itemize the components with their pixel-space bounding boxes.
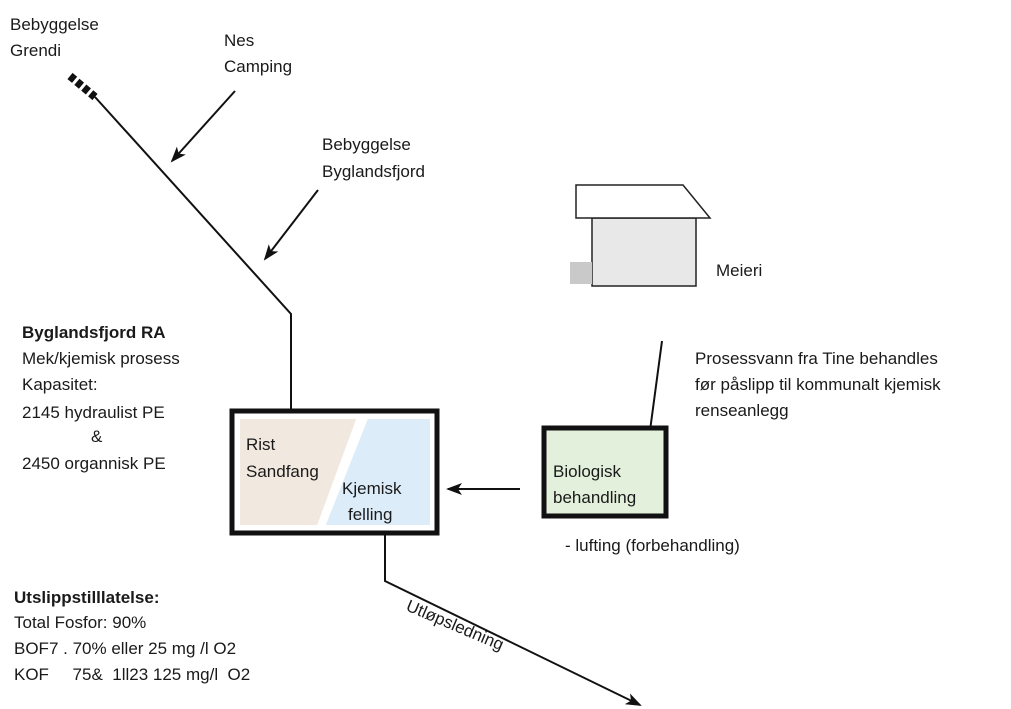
biological-treatment-label: Biologisk behandling — [553, 462, 636, 507]
outlet-pipe — [384, 533, 642, 706]
camping-label: Nes Camping — [224, 31, 292, 76]
permit-phosphorus: Total Fosfor: 90% — [14, 613, 146, 632]
outlet-pipe-label: Utløpsledning — [403, 596, 506, 654]
screen-grit-label: Rist Sandfang — [246, 435, 319, 481]
plant-hydraulic-capacity: 2145 hydraulist PE — [22, 403, 165, 422]
plant-name: Byglandsfjord RA — [22, 323, 166, 342]
grendi-label: Bebyggelse Grendi — [10, 15, 104, 60]
byglandsfjord-inflow-arrow — [263, 189, 319, 261]
chemical-precipitation-label: Kjemisk felling — [342, 479, 406, 524]
plant-ampersand: & — [91, 427, 103, 446]
permit-bod: BOF7 . 70% eller 25 mg /l O2 — [14, 639, 236, 658]
biological-treatment-box — [541, 425, 669, 519]
main-sewer-line — [67, 72, 297, 440]
dairy-label: Meieri — [716, 261, 762, 280]
chemical-precipitation-zone — [325, 419, 430, 525]
camping-inflow-arrow — [170, 90, 236, 163]
dairy-building-icon — [570, 184, 712, 287]
plant-process: Mek/kjemisk prosess — [22, 349, 180, 368]
permit-cod: KOF 75& 1ll23 125 mg/l O2 — [14, 665, 250, 684]
aeration-note: - lufting (forbehandling) — [565, 536, 740, 555]
dairy-process-note: Prosessvann fra Tine behandles før påsli… — [695, 349, 945, 420]
treatment-plant-box — [229, 408, 440, 536]
byglandsfjord-settlement-label: Bebyggelse Byglandsfjord — [322, 135, 425, 181]
plant-organic-capacity: 2450 organnisk PE — [22, 454, 166, 473]
plant-capacity-label: Kapasitet: — [22, 375, 98, 394]
permit-title: Utslippstilllatelse: — [14, 588, 159, 607]
